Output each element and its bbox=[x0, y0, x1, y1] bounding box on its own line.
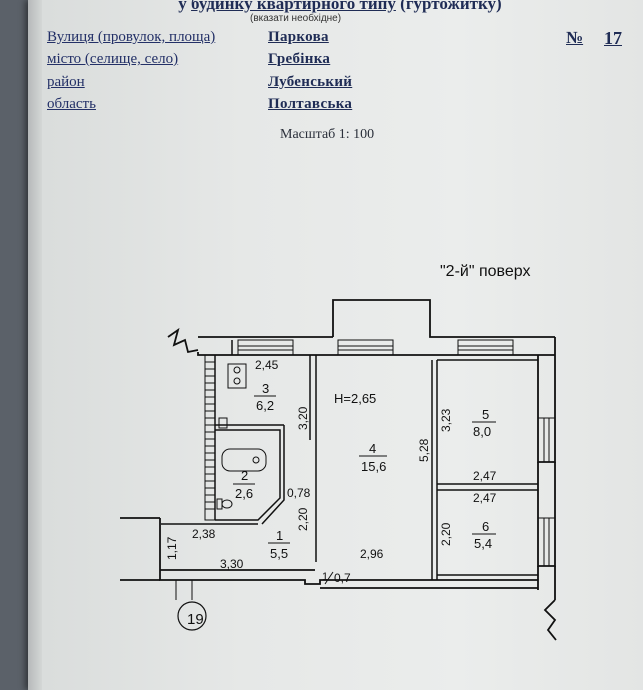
dim-hall-height: 2,20 bbox=[296, 507, 310, 531]
bathtub-icon bbox=[221, 448, 267, 472]
region-value: Полтавська bbox=[268, 96, 353, 112]
toilet-icon bbox=[216, 498, 233, 510]
room2-id: 2 bbox=[241, 468, 248, 483]
room3-id: 3 bbox=[262, 381, 269, 396]
heading-building-type: будинку квартирного типу bbox=[191, 0, 396, 13]
district-label: район bbox=[47, 74, 85, 90]
document-number: 17 bbox=[604, 28, 622, 48]
number-sign: № bbox=[566, 28, 584, 47]
room4-area: 15,6 bbox=[361, 459, 386, 474]
building-number-circle bbox=[177, 601, 207, 631]
room4-id: 4 bbox=[369, 441, 376, 456]
dim-hall-width-bottom: 3,30 bbox=[220, 557, 244, 571]
room1-area: 5,5 bbox=[270, 546, 288, 561]
building-number: 19 bbox=[187, 611, 204, 628]
room6-id: 6 bbox=[482, 519, 489, 534]
street-value: Паркова bbox=[268, 29, 329, 45]
floor-label: "2-й" поверх bbox=[440, 263, 531, 280]
dim-entry-depth: 1,17 bbox=[165, 536, 179, 560]
region-label: область bbox=[47, 96, 96, 112]
heading-prefix: у bbox=[178, 0, 192, 13]
dim-hall-side: 0,78 bbox=[287, 486, 311, 500]
dim-room6-depth: 2,20 bbox=[439, 522, 453, 546]
dim-room5-depth: 3,23 bbox=[439, 408, 453, 432]
room6-area: 5,4 bbox=[474, 536, 492, 551]
dim-hall-width-top: 2,38 bbox=[192, 527, 216, 541]
room1-id: 1 bbox=[276, 528, 283, 543]
windows bbox=[237, 339, 556, 567]
kitchen-stove-icon bbox=[227, 363, 247, 389]
ceiling-height: H=2,65 bbox=[334, 391, 376, 406]
city-value: Гребінка bbox=[268, 51, 331, 67]
city-label: місто (селище, село) bbox=[47, 51, 179, 67]
room2-area: 2,6 bbox=[235, 486, 253, 501]
street-label: Вулиця (провулок, площа) bbox=[47, 29, 216, 45]
document-sheet bbox=[28, 0, 643, 690]
dim-room3-depth: 3,20 bbox=[296, 406, 310, 430]
district-value: Лубенський bbox=[268, 74, 353, 90]
page-binding-edge bbox=[28, 0, 42, 690]
dim-room6-width: 2,47 bbox=[473, 491, 497, 505]
document-heading: у будинку квартирного типу (гуртожитку) bbox=[160, 0, 520, 14]
room5-id: 5 bbox=[482, 407, 489, 422]
dim-room4-depth: 5,28 bbox=[417, 438, 431, 462]
sink-icon bbox=[218, 417, 228, 429]
ventilation-shaft bbox=[204, 354, 216, 521]
room3-area: 6,2 bbox=[256, 398, 274, 413]
dim-room3-width: 2,45 bbox=[255, 358, 279, 372]
dim-room5-width: 2,47 bbox=[473, 469, 497, 483]
heading-hint: (вказати необхідне) bbox=[250, 13, 342, 24]
dim-niche: 0,7 bbox=[334, 571, 351, 585]
dim-room4-width: 2,96 bbox=[360, 547, 384, 561]
scale-label: Масштаб 1: 100 bbox=[280, 127, 375, 142]
niche-index: 1 bbox=[322, 571, 328, 583]
heading-suffix: (гуртожитку) bbox=[395, 0, 502, 13]
room5-area: 8,0 bbox=[473, 424, 491, 439]
